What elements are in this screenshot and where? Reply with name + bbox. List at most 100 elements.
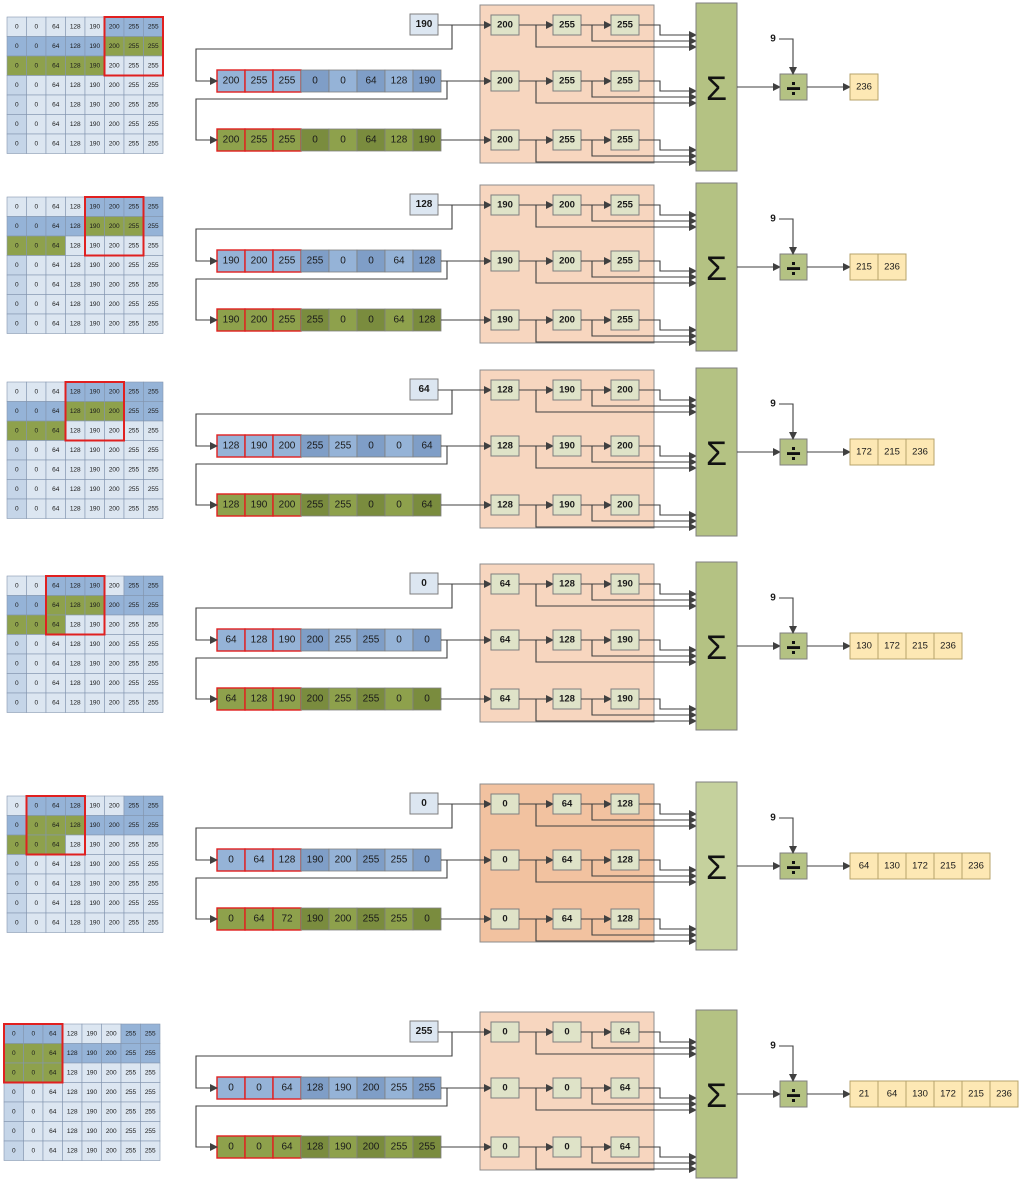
delay-unit-value: 0 xyxy=(502,1083,507,1094)
grid-cell-value: 190 xyxy=(89,140,100,147)
grid-cell-value: 128 xyxy=(67,1050,78,1057)
grid-cell-value: 128 xyxy=(67,1128,78,1135)
line-buffer-value: 0 xyxy=(256,1083,262,1094)
input-value: 0 xyxy=(421,578,427,589)
grid-cell-value: 255 xyxy=(148,320,159,327)
grid-cell-value: 200 xyxy=(109,582,120,589)
grid-cell-value: 200 xyxy=(109,242,120,249)
connector-line xyxy=(195,804,453,864)
grid-cell-value: 255 xyxy=(145,1128,156,1135)
connector-line xyxy=(519,1087,697,1114)
grid-cell-value: 0 xyxy=(15,101,19,108)
line-buffer-value: 64 xyxy=(421,500,433,511)
line-buffer-value: 64 xyxy=(421,441,433,452)
line-buffer-value: 190 xyxy=(307,855,324,866)
output-cell xyxy=(905,1080,935,1108)
grid-cell-value: 0 xyxy=(34,281,38,288)
grid-cell-value: 0 xyxy=(15,621,19,628)
line-buffer-value: 0 xyxy=(368,500,374,511)
grid-cell-value: 200 xyxy=(109,43,120,50)
line-buffer-value: 200 xyxy=(223,76,240,87)
connector-line xyxy=(639,80,697,95)
grid-cell-value: 0 xyxy=(15,699,19,706)
line-buffer-value: 255 xyxy=(279,256,296,267)
grid-cell-value: 255 xyxy=(148,505,159,512)
connector-line xyxy=(639,859,697,874)
grid-cell-value: 0 xyxy=(15,802,19,809)
divide-icon: ÷ xyxy=(786,632,800,662)
grid-cell-value: 255 xyxy=(148,223,159,230)
grid-cell-value: 255 xyxy=(125,1030,136,1037)
grid-cell-value: 0 xyxy=(34,388,38,395)
grid-cell-value: 190 xyxy=(86,1069,97,1076)
line-buffer-value: 0 xyxy=(312,76,318,87)
line-buffer-value: 64 xyxy=(253,914,265,925)
output-cell xyxy=(905,632,935,660)
input-value: 0 xyxy=(421,798,427,809)
grid-cell-value: 255 xyxy=(148,281,159,288)
line-buffer-value: 255 xyxy=(279,135,296,146)
line-buffer-value: 200 xyxy=(307,694,324,705)
grid-cell-value: 0 xyxy=(15,900,19,907)
summation-block xyxy=(695,2,738,172)
grid-cell-value: 190 xyxy=(86,1030,97,1037)
line-buffer-value: 72 xyxy=(281,914,293,925)
grid-cell xyxy=(143,912,164,933)
kernel-window-highlight xyxy=(3,1023,64,1084)
grid-cell-value: 255 xyxy=(128,841,139,848)
delay-unit-value: 64 xyxy=(562,799,573,810)
grid-cell-value: 255 xyxy=(148,861,159,868)
grid-cell-value: 200 xyxy=(109,802,120,809)
grid-cell-value: 255 xyxy=(128,281,139,288)
line-buffer-value: 0 xyxy=(228,914,234,925)
connector-line xyxy=(519,504,697,531)
grid-cell-value: 0 xyxy=(15,121,19,128)
grid-cell-value: 200 xyxy=(109,680,120,687)
grid-cell-value: 128 xyxy=(70,841,81,848)
connector-line xyxy=(639,918,697,933)
connector-line xyxy=(519,1031,697,1058)
grid-cell-value: 0 xyxy=(15,447,19,454)
delay-unit-value: 255 xyxy=(617,20,634,31)
grid-cell-value: 0 xyxy=(15,841,19,848)
output-value: 172 xyxy=(856,447,872,458)
connector-line xyxy=(519,918,697,945)
grid-cell-value: 200 xyxy=(109,203,120,210)
grid-cell-value: 64 xyxy=(52,900,60,907)
output-value: 215 xyxy=(856,262,872,273)
line-buffer-value: 255 xyxy=(307,500,324,511)
divisor-label: 9 xyxy=(770,593,776,604)
grid-cell-value: 0 xyxy=(15,680,19,687)
divide-icon: ÷ xyxy=(786,253,800,283)
grid-cell-value: 0 xyxy=(34,880,38,887)
sigma-icon: Σ xyxy=(706,250,727,288)
grid-cell-value: 255 xyxy=(128,802,139,809)
grid-cell-value: 200 xyxy=(109,822,120,829)
line-buffer-value: 190 xyxy=(223,315,240,326)
grid-cell-value: 190 xyxy=(89,699,100,706)
grid-cell-value: 128 xyxy=(70,447,81,454)
grid-cell-value: 255 xyxy=(128,919,139,926)
grid-cell-value: 0 xyxy=(15,427,19,434)
grid-cell-value: 190 xyxy=(89,388,100,395)
line-buffer-value: 0 xyxy=(396,635,402,646)
delay-unit-value: 200 xyxy=(617,385,633,396)
grid-cell-value: 128 xyxy=(70,62,81,69)
connector-line xyxy=(639,24,697,39)
line-buffer-value: 255 xyxy=(391,1083,408,1094)
output-value: 172 xyxy=(940,1089,956,1100)
grid-cell-value: 0 xyxy=(31,1108,35,1115)
grid-cell-value: 64 xyxy=(52,582,60,589)
grid-cell-value: 0 xyxy=(34,602,38,609)
line-buffer-value: 200 xyxy=(307,635,324,646)
sigma-icon: Σ xyxy=(706,629,727,667)
grid-cell-value: 190 xyxy=(86,1050,97,1057)
grid-cell-value: 128 xyxy=(70,82,81,89)
line-buffer-value: 64 xyxy=(225,635,237,646)
delay-unit-value: 0 xyxy=(502,914,507,925)
line-buffer-value: 255 xyxy=(363,914,380,925)
grid-cell-value: 0 xyxy=(31,1128,35,1135)
grid-cell-value: 255 xyxy=(148,43,159,50)
grid-cell-value: 0 xyxy=(15,822,19,829)
